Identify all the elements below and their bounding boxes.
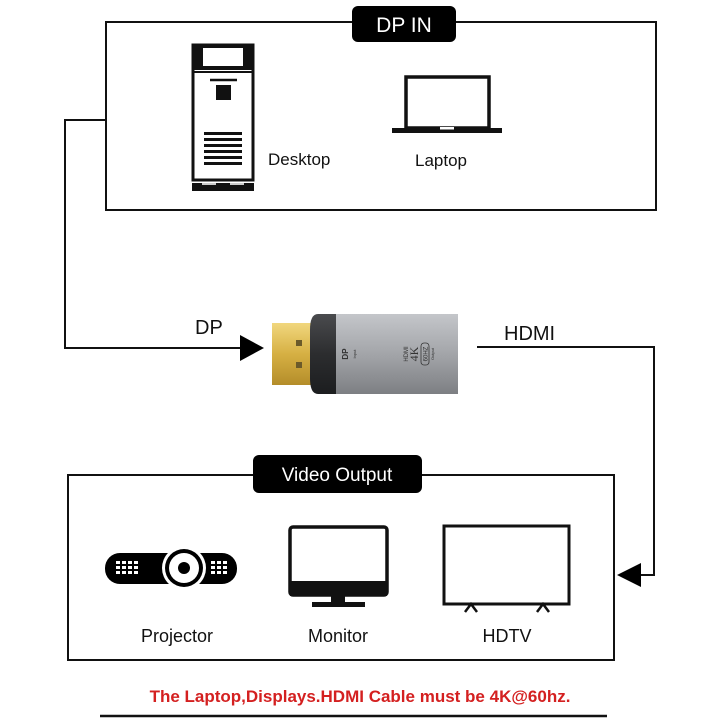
adapter-hdmi-marking: HDMI 4K 60HZ Output: [404, 342, 435, 366]
dp-to-hdmi-adapter: DP Input HDMI 4K 60HZ Output: [272, 314, 458, 394]
footer-note-text: The Laptop,Displays.HDMI Cable must be 4…: [150, 687, 571, 706]
projector-label: Projector: [141, 626, 213, 646]
adapter-output-sub: Output: [430, 347, 435, 360]
hdtv-label: HDTV: [483, 626, 532, 646]
input-box: [105, 21, 657, 211]
desktop-tower-icon: [191, 43, 255, 191]
input-title-badge: DP IN: [352, 6, 456, 42]
hdmi-arrow-icon: [617, 563, 641, 587]
laptop-icon: [392, 75, 502, 133]
hdmi-connection-label: HDMI: [504, 323, 555, 345]
dp-connection: DP: [64, 119, 264, 361]
adapter-hdmi-text: HDMI: [404, 346, 410, 362]
adapter-60hz-text: 60HZ: [424, 346, 430, 361]
adapter-dp-marking: DP Input: [341, 348, 357, 360]
monitor-label: Monitor: [308, 626, 368, 646]
dp-connection-label: DP: [195, 317, 223, 339]
tv-icon: [442, 524, 571, 613]
input-section: DP IN Desktop Laptop: [105, 6, 657, 211]
footer-note: The Laptop,Displays.HDMI Cable must be 4…: [100, 687, 607, 718]
projector-icon: [105, 546, 237, 590]
input-title: DP IN: [376, 14, 432, 37]
adapter-4k-text: 4K: [407, 346, 421, 361]
dp-plug: [272, 323, 316, 385]
monitor-icon: [288, 525, 389, 607]
laptop-label: Laptop: [415, 151, 467, 170]
adapter-dp-text: DP: [341, 348, 350, 360]
output-title: Video Output: [282, 465, 393, 486]
output-title-badge: Video Output: [253, 455, 422, 493]
adapter-dp-sub: Input: [352, 349, 357, 359]
output-section: Video Output Projector M: [67, 455, 615, 661]
hdmi-connection: HDMI: [477, 323, 655, 587]
desktop-label: Desktop: [268, 150, 330, 169]
dp-arrow-icon: [240, 335, 264, 361]
